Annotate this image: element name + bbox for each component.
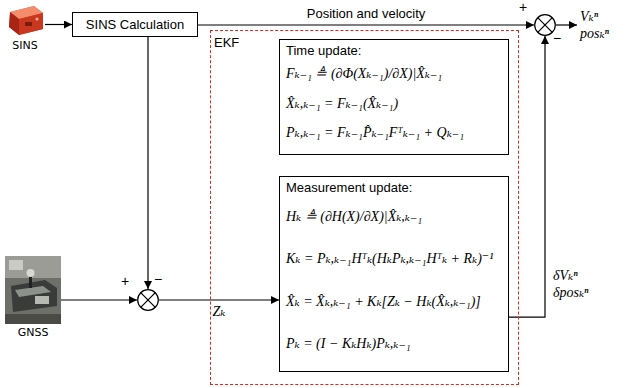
sign-label: +	[121, 274, 129, 289]
equation: Hₖ ≜ (∂H(X)/∂X)|X̂ₖ,ₖ₋₁	[286, 208, 422, 226]
signal-connector	[147, 37, 148, 289]
signal-connector	[45, 24, 72, 25]
filter-group: EKF Time update: Fₖ₋₁ ≜ (∂Φ(Xₖ₋₁)/∂X)|X̂ₖ₋…	[210, 30, 519, 385]
device-label: GNSS	[5, 326, 61, 339]
graphic-part	[538, 18, 553, 33]
sign-label: +	[519, 0, 527, 15]
equation-row: Pₖ = (I − KₖHₖ)Pₖ,ₖ₋₁	[286, 323, 500, 365]
graphic-part	[138, 290, 159, 311]
graphic-part	[5, 314, 61, 324]
signal-connector	[509, 36, 545, 317]
process-box: SINS Calculation	[72, 12, 198, 37]
output-label: Vₖⁿ posₖⁿ	[580, 8, 624, 42]
graphic-part	[27, 269, 35, 277]
box-text: SINS Calculation	[79, 13, 191, 36]
graphic-part	[535, 15, 556, 36]
group-title: EKF	[214, 35, 239, 50]
equation: Pₖ,ₖ₋₁ = Fₖ₋₁P̂ₖ₋₁Fᵀₖ₋₁ + Qₖ₋₁	[286, 124, 464, 142]
output-wire	[556, 24, 577, 25]
section-heading: Measurement update:	[286, 180, 500, 196]
graphic-part	[5, 256, 61, 324]
graphic-part	[5, 256, 61, 278]
equation-row: X̂ₖ = X̂ₖ,ₖ₋₁ + Kₖ[Zₖ − Hₖ(X̂ₖ,ₖ₋₁)]	[286, 281, 500, 323]
graphic-part	[11, 280, 57, 312]
equation: X̂ₖ,ₖ₋₁ = Fₖ₋₁(X̂ₖ₋₁)	[286, 95, 398, 113]
summing-circle	[534, 14, 556, 36]
equation-row: Fₖ₋₁ ≜ (∂Φ(Xₖ₋₁)/∂X)|X̂ₖ₋₁	[286, 59, 500, 89]
edge-label: Zₖ	[212, 303, 227, 320]
graphic-part	[36, 18, 39, 21]
sign-label: −	[154, 272, 162, 287]
signal-connector	[61, 299, 137, 300]
section-heading: Time update:	[286, 43, 500, 59]
equation-row: X̂ₖ,ₖ₋₁ = Fₖ₋₁(X̂ₖ₋₁)	[286, 89, 500, 119]
graphic-part	[35, 296, 49, 304]
gnss-picture	[5, 256, 61, 324]
equation: X̂ₖ = X̂ₖ,ₖ₋₁ + Kₖ[Zₖ − Hₖ(X̂ₖ,ₖ₋₁)]	[286, 293, 481, 311]
device-label: SINS	[5, 39, 45, 52]
graphic-part	[9, 6, 43, 35]
receiver-photo: GNSS	[5, 256, 61, 339]
equation: Kₖ = Pₖ,ₖ₋₁Hᵀₖ(HₖPₖ,ₖ₋₁Hᵀₖ + Rₖ)⁻¹	[286, 250, 493, 268]
update-box: Time update: Fₖ₋₁ ≜ (∂Φ(Xₖ₋₁)/∂X)|X̂ₖ₋₁ X̂…	[279, 39, 509, 155]
equation: Fₖ₋₁ ≜ (∂Φ(Xₖ₋₁)/∂X)|X̂ₖ₋₁	[286, 65, 442, 83]
edge-label: δVₖⁿ δposₖⁿ	[552, 267, 604, 301]
graphic-part	[25, 22, 32, 26]
summing-junction: +−	[137, 289, 159, 311]
equation: Pₖ = (I − KₖHₖ)Pₖ,ₖ₋₁	[286, 335, 411, 353]
sensor-icon: SINS	[5, 3, 45, 52]
edge-label: Position and velocity	[306, 6, 427, 22]
graphic-part	[538, 18, 553, 33]
signal-connector	[198, 24, 534, 25]
graphic-part	[15, 286, 51, 297]
equation-row: Pₖ,ₖ₋₁ = Fₖ₋₁P̂ₖ₋₁Fᵀₖ₋₁ + Qₖ₋₁	[286, 118, 500, 148]
summing-circle	[137, 289, 159, 311]
summing-junction: +−	[534, 14, 556, 36]
graphic-part	[9, 260, 23, 270]
graphic-part	[9, 12, 19, 35]
graphic-part	[19, 13, 43, 35]
equation-row: Kₖ = Pₖ,ₖ₋₁Hᵀₖ(HₖPₖ,ₖ₋₁Hᵀₖ + Rₖ)⁻¹	[286, 238, 500, 280]
sign-label: −	[553, 31, 561, 46]
update-box: Measurement update: Hₖ ≜ (∂H(X)/∂X)|X̂ₖ,ₖ…	[279, 176, 509, 372]
graphic-part	[141, 293, 156, 308]
imu-picture	[5, 3, 45, 37]
signal-connector	[159, 299, 279, 300]
graphic-part	[141, 293, 156, 308]
equation-row: Hₖ ≜ (∂H(X)/∂X)|X̂ₖ,ₖ₋₁	[286, 196, 500, 238]
